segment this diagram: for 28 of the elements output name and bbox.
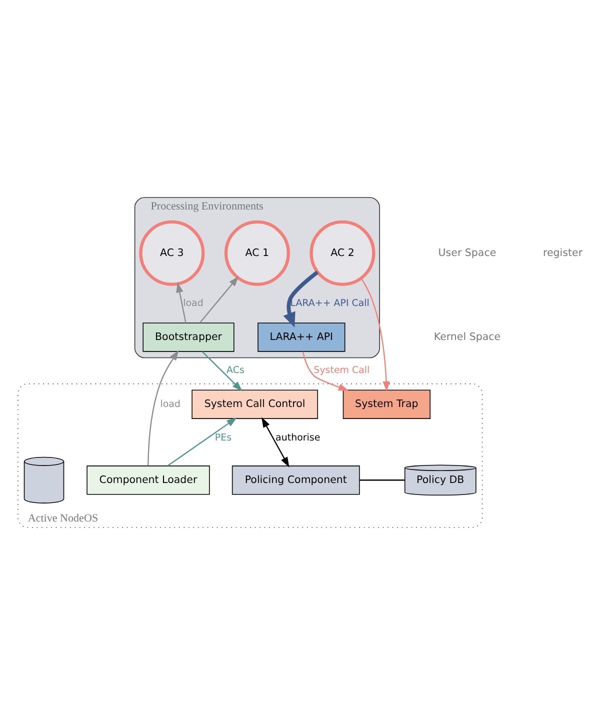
edge-label: authorise xyxy=(276,432,320,443)
arrow xyxy=(176,282,186,323)
label: Kernel Space xyxy=(434,330,501,342)
node-circle: AC 3 xyxy=(139,220,205,286)
arrow xyxy=(283,270,319,327)
edge-label: PEs xyxy=(214,432,232,443)
edge-label: LARA++ API Call xyxy=(290,298,370,309)
node-box: Component Loader xyxy=(86,465,210,494)
node-box: System Trap xyxy=(342,389,431,418)
node-box: Bootstrapper xyxy=(142,322,234,352)
node-box: Policing Component xyxy=(232,465,360,494)
node-box: System Call Control xyxy=(192,389,318,418)
connector xyxy=(360,479,405,480)
arrow xyxy=(302,351,349,390)
arrow xyxy=(202,350,242,391)
label: register xyxy=(543,246,583,258)
node-circle: AC 2 xyxy=(310,220,376,286)
arrow xyxy=(148,350,179,466)
edge-label: load xyxy=(160,398,180,410)
node-box: LARA++ API xyxy=(258,322,346,352)
label: User Space xyxy=(438,246,496,258)
arrow xyxy=(167,417,237,466)
arrow xyxy=(360,278,390,392)
arrow xyxy=(262,416,290,467)
edge-label: ACs xyxy=(226,364,244,376)
edge-label: System Call xyxy=(314,364,370,376)
edge-label: load xyxy=(183,298,204,309)
arrow xyxy=(199,276,239,323)
